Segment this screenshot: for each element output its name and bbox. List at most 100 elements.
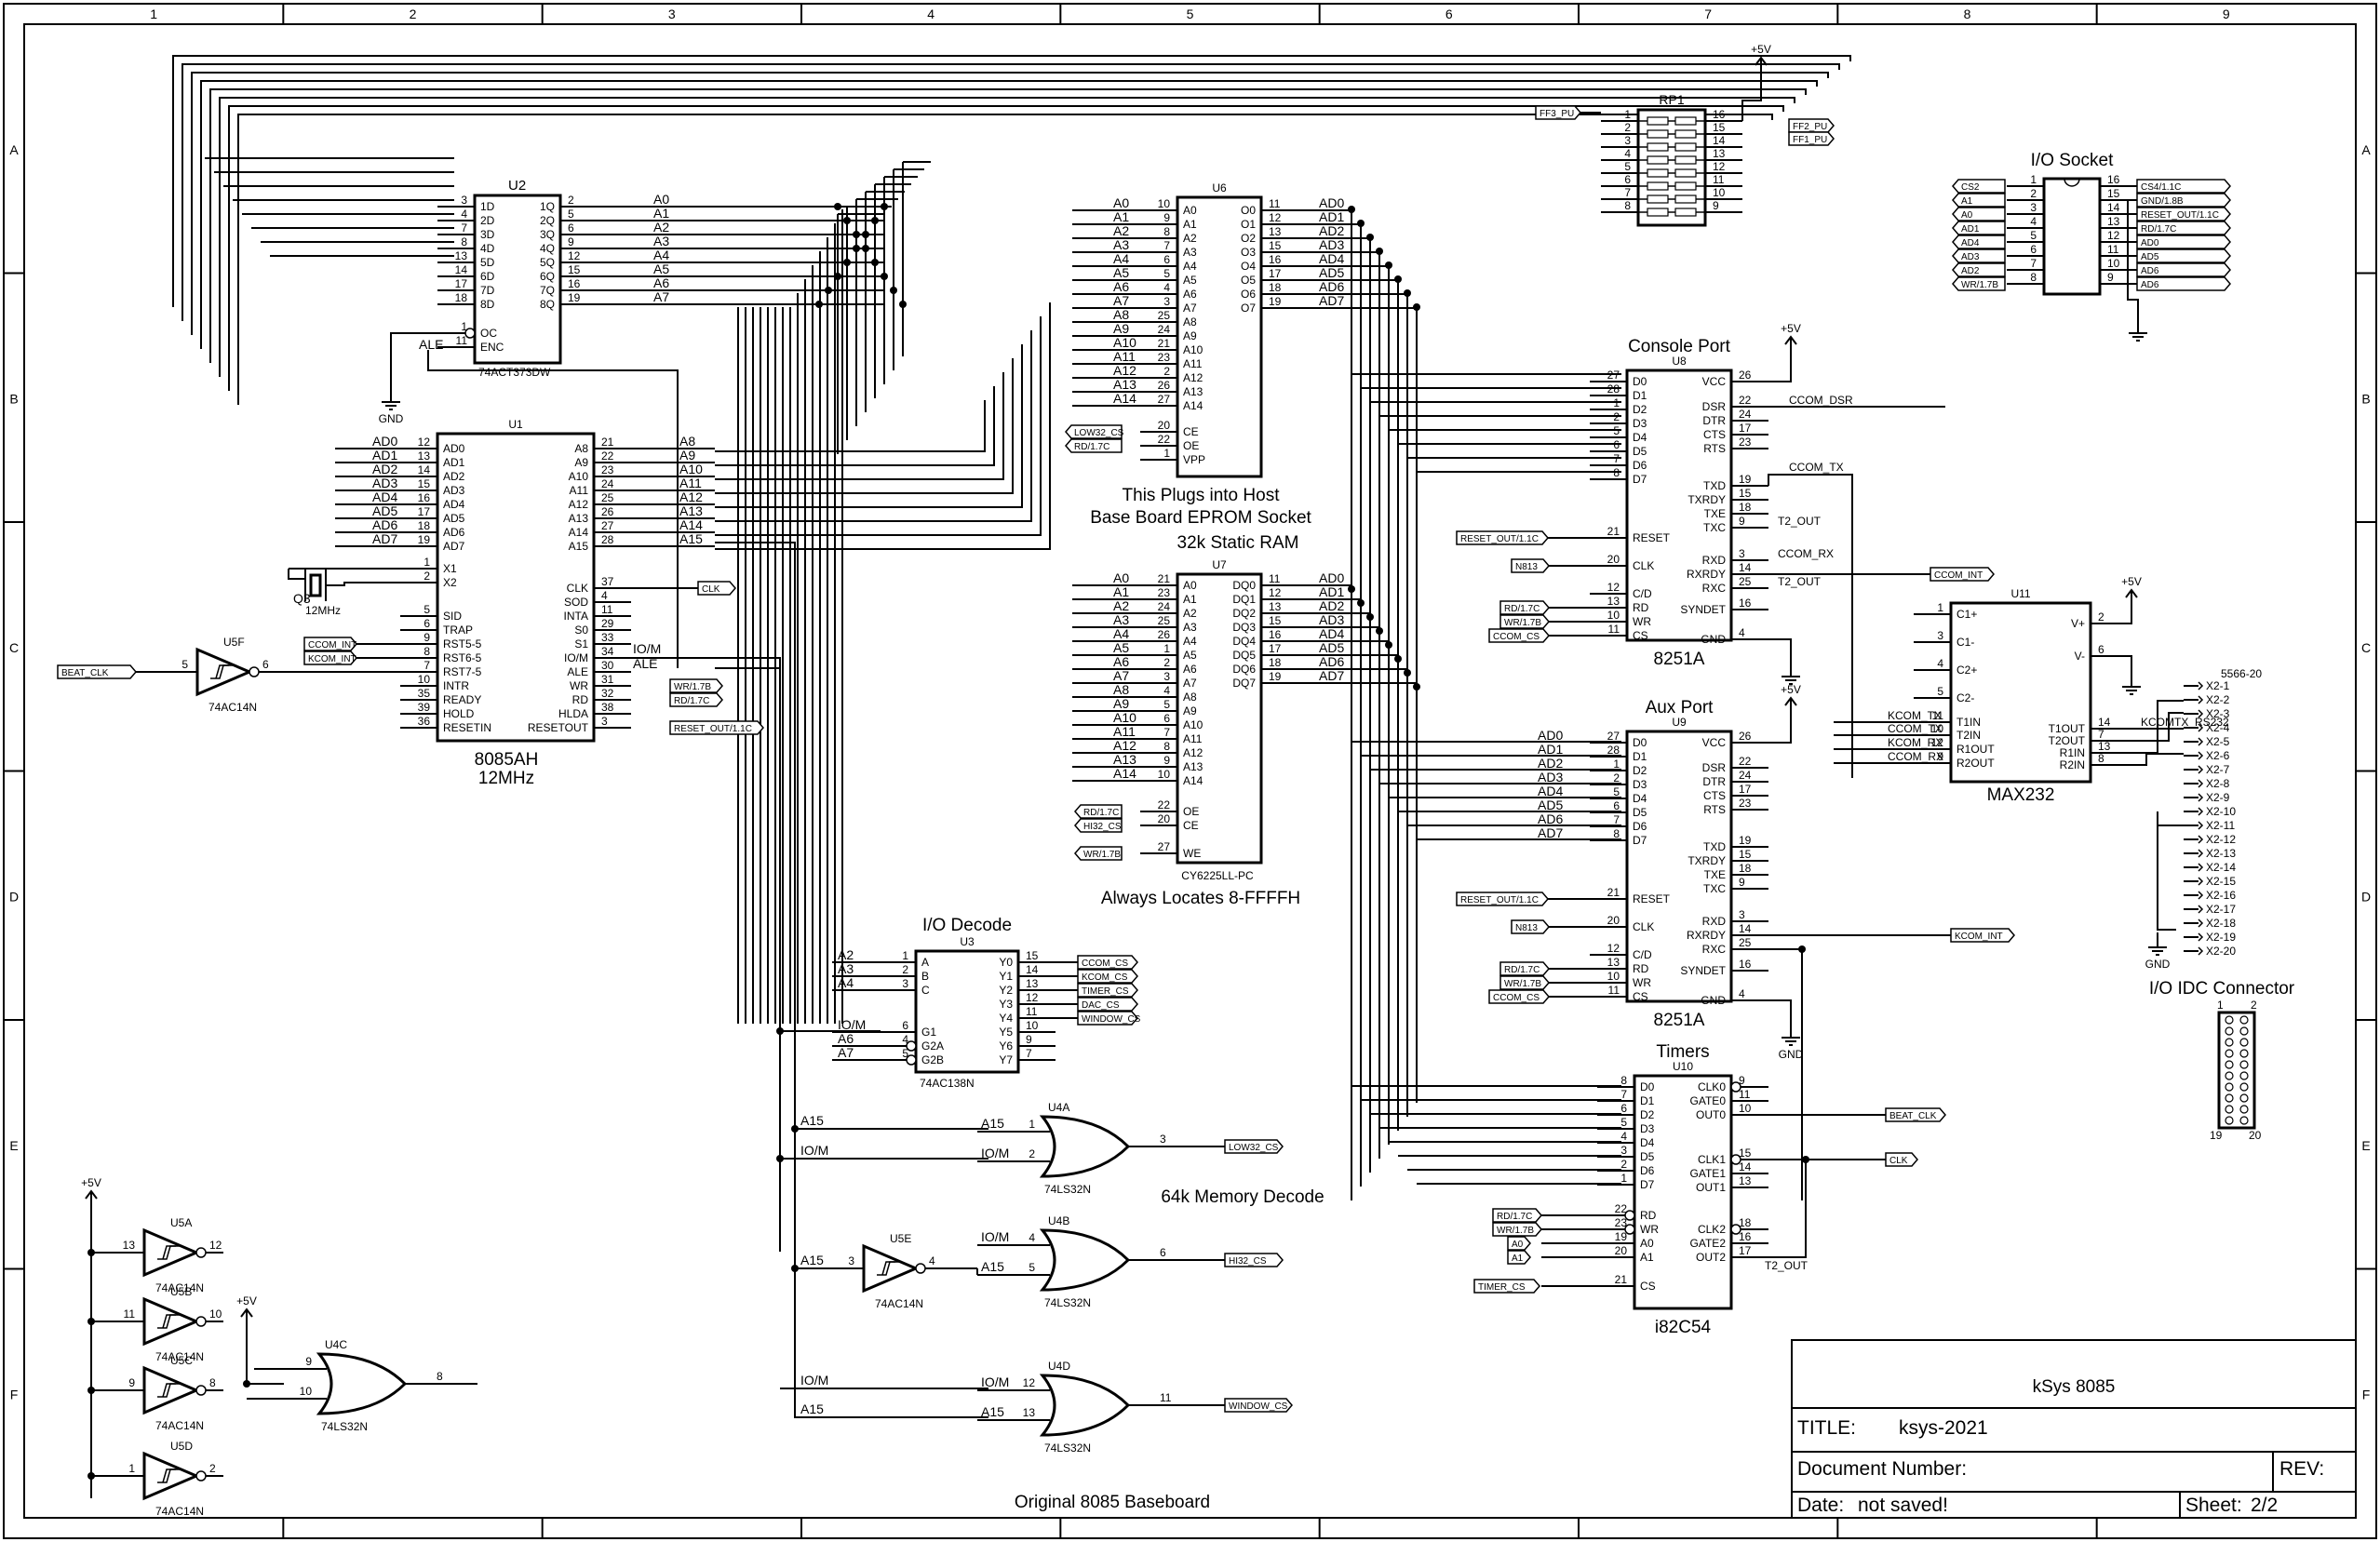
pin-number: 6 <box>902 1019 908 1032</box>
pin-name: WR <box>1640 1223 1659 1236</box>
pin-name: V- <box>2075 650 2085 663</box>
pin-number: 11 <box>124 1307 136 1321</box>
net-tag-label: TIMER_CS <box>1082 986 1129 997</box>
wire <box>2127 200 2139 318</box>
pin-name: D7 <box>1633 473 1647 486</box>
or-gate-body <box>316 1352 408 1415</box>
net-tag-label: LOW32_CS <box>1229 1143 1279 1153</box>
pin-number: 22 <box>1615 1202 1628 1215</box>
pin-name: GND <box>1701 633 1726 646</box>
pin-name: TXE <box>1704 507 1726 520</box>
resistor <box>1647 155 1669 165</box>
pin-name: R2OUT <box>1956 757 1995 770</box>
pin-number: 12 <box>1023 1376 1036 1389</box>
pin-number: 5 <box>1937 685 1943 698</box>
pin-name: C/D <box>1633 948 1652 961</box>
pin-number: 1 <box>1624 108 1631 121</box>
idc-pin <box>2239 1116 2249 1125</box>
pin-number: 2 <box>1163 365 1170 378</box>
chip-ref: U6 <box>1212 181 1227 194</box>
sheet-footer-title: Original 8085 Baseboard <box>1015 1493 1210 1512</box>
pin-number: 6 <box>2030 243 2037 256</box>
pin-number: 11 <box>1739 1088 1751 1101</box>
junction-dot <box>871 217 879 224</box>
pin-number: 3 <box>848 1254 854 1267</box>
pin-number: 8 <box>2098 752 2104 765</box>
net-tag-outline <box>1065 424 1123 439</box>
pin-name: DQ4 <box>1232 635 1256 648</box>
net-tag-label: HI32_CS <box>1083 822 1122 832</box>
connector-pin <box>2198 863 2204 872</box>
junction-dot <box>1376 627 1383 635</box>
pin-number: 12 <box>1607 942 1620 955</box>
pin-name: O3 <box>1241 246 1256 259</box>
gate-ref: U5A <box>170 1216 192 1229</box>
chip-u2-body <box>473 194 562 365</box>
gate-part: 74AC14N <box>155 1505 204 1518</box>
connector-pin <box>2198 695 2204 704</box>
net-label: AD1 <box>1319 584 1344 599</box>
pin-number: 8 <box>1163 225 1170 238</box>
connector-pin-label: X2-8 <box>2206 777 2230 790</box>
revision-label: REV: <box>2279 1458 2324 1480</box>
pin-name: A15 <box>569 540 589 553</box>
net-tag-label: RD/1.7C <box>1504 604 1540 614</box>
pin-name: A14 <box>569 526 589 539</box>
pin-name: OC <box>480 327 497 340</box>
u10-title: Timers <box>1656 1042 1709 1062</box>
pin-number: 19 <box>1269 295 1282 308</box>
net-label: A11 <box>679 476 702 490</box>
idc-pin <box>2225 1060 2234 1069</box>
pin-name: CE <box>1183 819 1199 832</box>
pin-number: 27 <box>1158 840 1171 853</box>
net-label: A13 <box>679 503 703 518</box>
pin-number: 2 <box>1163 656 1170 669</box>
net-tag-label: KCOM_INT <box>1955 932 2003 942</box>
net-label: AD4 <box>1538 784 1563 798</box>
net-tag-ccom_cs: CCOM_CS <box>1077 955 1138 970</box>
pin-name: O6 <box>1241 288 1256 301</box>
or-gate-body <box>1039 1228 1131 1292</box>
net-label: CCOM_DSR <box>1789 394 1853 407</box>
pin-name: D0 <box>1633 375 1647 388</box>
pin-name: GATE1 <box>1690 1167 1727 1180</box>
pin-name: D2 <box>1640 1108 1655 1121</box>
net-label: A4 <box>1113 626 1129 641</box>
pin-number: 3 <box>1163 670 1170 683</box>
net-tag-label: CS4/1.1C <box>2141 182 2181 193</box>
pin-number: 15 <box>1739 1146 1752 1160</box>
net-label: A9 <box>1113 696 1129 711</box>
chip-u8 <box>1590 369 1768 642</box>
pin-number: 7 <box>2098 728 2104 741</box>
wire <box>1784 335 1797 345</box>
junction-dot <box>890 287 897 294</box>
connector-pin-label: X2-1 <box>2206 679 2230 692</box>
wire <box>182 63 1840 321</box>
pin-name: A2 <box>1183 232 1197 245</box>
pin-number: 10 <box>1713 186 1726 199</box>
net-tag-kcom_cs: KCOM_CS <box>1077 969 1138 984</box>
wire <box>715 667 781 1252</box>
pin-number: 28 <box>1607 382 1620 396</box>
pin-name: B <box>921 970 929 983</box>
net-label: A8 <box>1113 682 1129 697</box>
pin-name: RD <box>1633 601 1649 614</box>
net-tag-outline <box>2136 235 2231 249</box>
crystal-freq: 12MHz <box>305 604 341 617</box>
idc-pin <box>2225 1082 2234 1092</box>
io-socket-tag: AD6 <box>2136 262 2231 277</box>
net-tag-label: AD6 <box>2141 266 2159 276</box>
wire <box>237 114 1773 405</box>
pin-number: 21 <box>1607 886 1620 899</box>
pin-number: 11 <box>1713 173 1725 186</box>
crystal-body <box>309 573 322 597</box>
net-tag-low32-cs: LOW32_CS <box>1065 424 1124 439</box>
net-label: IO/M <box>838 1017 866 1032</box>
pin-name: OUT1 <box>1696 1181 1726 1194</box>
net-tag-label: WR/1.7B <box>1961 280 1998 290</box>
pin-name: HOLD <box>443 707 475 720</box>
pin-name: A2 <box>1183 607 1197 620</box>
pin-number: 26 <box>1158 379 1171 392</box>
